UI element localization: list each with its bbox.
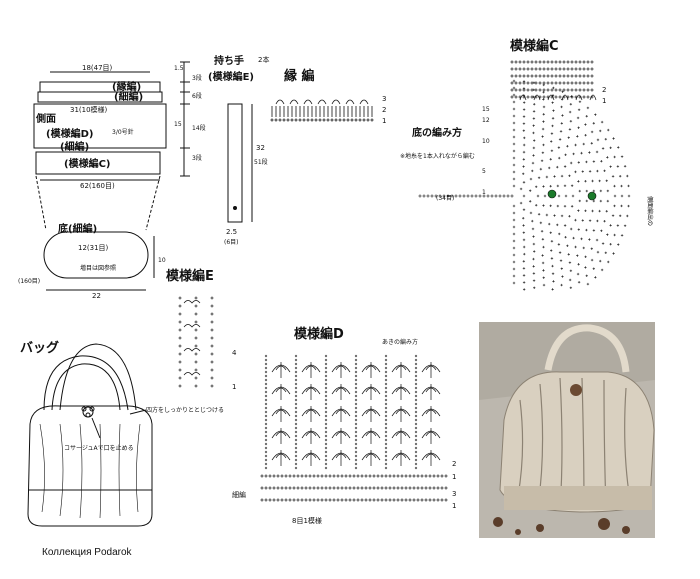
- fine-knit-label: 細編: [232, 490, 246, 499]
- label-side-stitch: 3/0号針: [112, 128, 134, 136]
- patterne-row-4: 4: [232, 349, 237, 357]
- patternd-row-3: 3: [452, 490, 456, 498]
- bag-photo: [479, 322, 655, 538]
- patternc-row-2: 2: [602, 86, 606, 94]
- bottom-row-1: 1: [482, 189, 486, 196]
- handle-strip: [227, 103, 243, 223]
- handle-count: 2本: [258, 55, 269, 64]
- bottom-row-10: 10: [482, 138, 490, 145]
- bag-title: バッグ: [20, 340, 59, 356]
- dim-bottom-h: 10: [158, 257, 166, 264]
- border-row-2: 2: [382, 106, 386, 114]
- border-stitch-chart: [270, 99, 374, 122]
- credit-text: Коллекция Podarok: [42, 547, 132, 558]
- dim-rows-f: 3段: [192, 154, 202, 162]
- bottom-oval: [43, 231, 149, 279]
- edge-title: 縁 編: [284, 68, 315, 84]
- bag-ribs: [39, 423, 141, 519]
- bag-handle-right: [59, 343, 137, 411]
- fold-line-left: [35, 175, 47, 231]
- handle-start-dot: [233, 206, 237, 210]
- fine-band: [37, 91, 163, 103]
- label-fine-st-2: (細編): [60, 140, 89, 153]
- border-row-3: 3: [382, 95, 386, 103]
- bag-schematic: [33, 61, 190, 291]
- dim-handle-w-st: (6目): [224, 239, 239, 246]
- pattern-d-chart: [260, 354, 448, 502]
- pattern-repeat: 8目1模様: [292, 516, 322, 525]
- note-arrow-2: [91, 417, 101, 439]
- dim-bottom-inner: 12(31目): [78, 244, 109, 252]
- patternd-row-1b: 1: [452, 502, 456, 510]
- pattern-c-title: 模様編C: [510, 38, 559, 54]
- dim-bottom-width: 62(160目): [80, 182, 115, 190]
- pattern-c-chart: [510, 60, 597, 101]
- side-panel: [33, 103, 167, 149]
- dim-top-width: 18(47目): [82, 64, 113, 72]
- pattern-e-chart: [178, 296, 214, 388]
- patternd-row-2: 2: [452, 460, 456, 468]
- patterne-row-1: 1: [232, 383, 236, 391]
- dim-handle-rows: 51段: [254, 158, 268, 166]
- border-row-1: 1: [382, 117, 386, 125]
- bottom-row-12: 12: [482, 117, 490, 124]
- bag-note-2: コサージュAで口を止める: [64, 444, 134, 452]
- bag-illustration: [27, 343, 153, 527]
- dim-rows-e: 14段: [192, 124, 206, 132]
- dim-bottom-stitch: (160目): [18, 278, 40, 285]
- pattern-e-title: 模様編E: [166, 268, 214, 284]
- bag-handle-inner: [51, 363, 121, 411]
- label-fine-st: (細編): [114, 90, 143, 103]
- note-arrow-1: [129, 409, 147, 415]
- pattern-d-title: 模様編D: [294, 326, 344, 342]
- dim-side-count: 15: [174, 121, 182, 128]
- bottom-row-15: 15: [482, 106, 490, 113]
- bag-body: [27, 405, 153, 527]
- dim-handle-h: 32: [256, 144, 265, 152]
- pattern-c-band: [35, 151, 161, 175]
- label-bottom: 底(細編): [58, 222, 97, 235]
- edge-band: [39, 81, 161, 93]
- dim-mid-width: 31(10模様): [70, 105, 108, 114]
- photo-bag-base: [504, 486, 652, 510]
- label-bottom-note: 増目は図参照: [80, 264, 116, 272]
- photo-handle: [544, 324, 630, 373]
- corsage-icon: [82, 406, 94, 418]
- fold-line-right: [145, 175, 161, 231]
- dim-handle-w: 2.5: [226, 228, 237, 236]
- bottom-method-title: 底の編み方: [412, 126, 462, 139]
- bottom-row-5: 5: [482, 168, 486, 175]
- bottom-instr: ※地糸を1本入れながら編む: [400, 152, 475, 160]
- label-side: 側面: [35, 112, 56, 125]
- dim-rows-d: 6段: [192, 92, 202, 100]
- bottom-side-fold: 側面編出の: [646, 196, 654, 226]
- photo-corsage: [570, 384, 582, 396]
- handle-pattern: (模様編E): [208, 70, 254, 83]
- handle-title: 持ち手: [214, 54, 244, 67]
- bag-note-1: 四方をしっかりととじつける: [146, 406, 224, 414]
- label-edge-border: (縁編): [112, 80, 141, 93]
- label-pattern-c: (模様編C): [64, 157, 110, 170]
- patternc-row-1: 1: [602, 97, 606, 105]
- opening-method: あきの編み方: [382, 338, 418, 346]
- dim-rows-a: 1.5: [174, 65, 184, 72]
- dim-bottom-outer: 22: [92, 292, 101, 300]
- label-pattern-d: (模様編D): [46, 127, 93, 140]
- bottom-round-chart: [418, 79, 631, 291]
- dim-rows-b: 3段: [192, 74, 202, 82]
- patternd-row-1: 1: [452, 473, 456, 481]
- bottom-stitch-34: (34目): [436, 195, 454, 202]
- bag-handle-left: [43, 355, 129, 411]
